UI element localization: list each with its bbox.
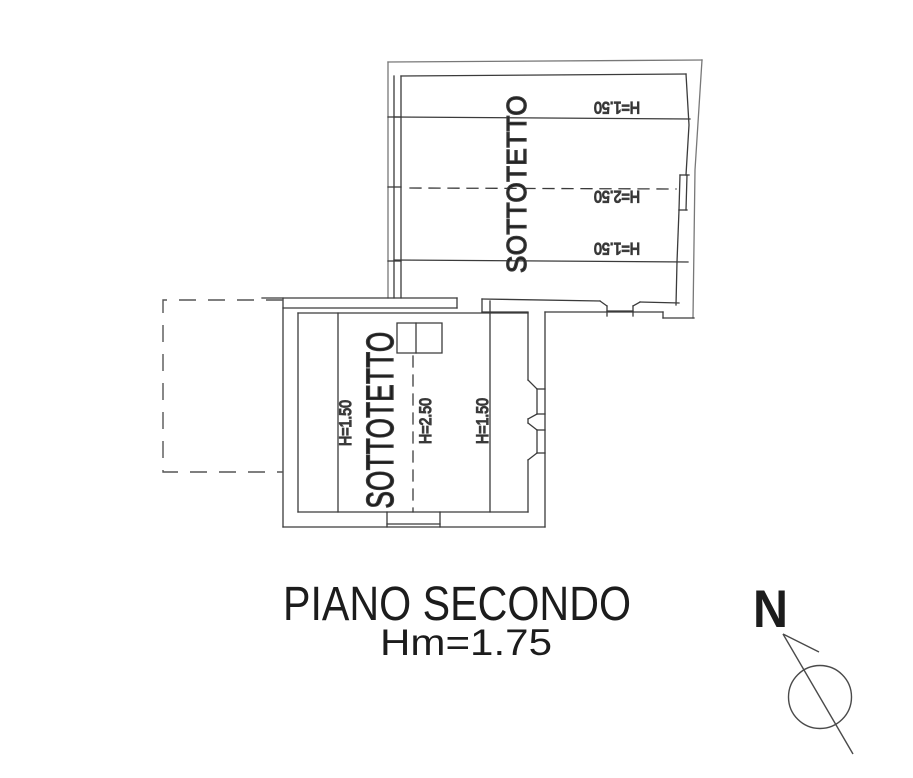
plan-title: PIANO SECONDO [283,578,631,631]
upper-height-label-bottom: H=1.50 [594,239,640,258]
north-needle-arrowhead [782,633,820,653]
lower-height-label-left: H=1.50 [336,400,355,446]
upper-height-label-top: H=1.50 [594,98,640,117]
upper-room-bottom-wall [481,298,695,319]
upper-line-h150-top [393,116,691,120]
lower-room-outer-walls [261,297,546,528]
lower-room-window-lower [527,422,546,461]
lower-height-label-right: H=1.50 [473,398,492,444]
lower-height-label-middle: H=2.50 [416,398,435,444]
lower-room-height-lines [337,300,491,513]
upper-line-h250-dashed [409,187,677,190]
north-needle [782,633,854,755]
upper-room-height-lines [387,116,691,263]
lower-room-window-upper [527,379,546,420]
lower-room-bottom-opening [386,511,441,528]
lower-room-top-wall [282,297,529,314]
title-block: PIANO SECONDO Hm=1.75 [283,578,631,663]
lower-room: SOTTOTETTO H=1.50 H=2.50 H=1.50 [261,297,546,528]
upper-room-label: SOTTOTETTO [501,95,532,273]
upper-height-label-middle: H=2.50 [594,187,640,206]
plan-mean-height: Hm=1.75 [380,622,552,663]
lower-room-label: SOTTOTETTO [360,332,402,509]
upper-room: SOTTOTETTO H=1.50 H=2.50 H=1.50 [387,59,703,319]
upper-room-outer-walls [387,59,703,319]
chimney-block [396,322,443,354]
north-arrow: N [753,580,854,755]
upper-line-h150-bottom [393,259,689,263]
north-label: N [753,580,788,639]
north-circle [787,664,853,730]
upper-room-window [599,300,641,317]
dashed-terrace-outline [162,299,283,473]
